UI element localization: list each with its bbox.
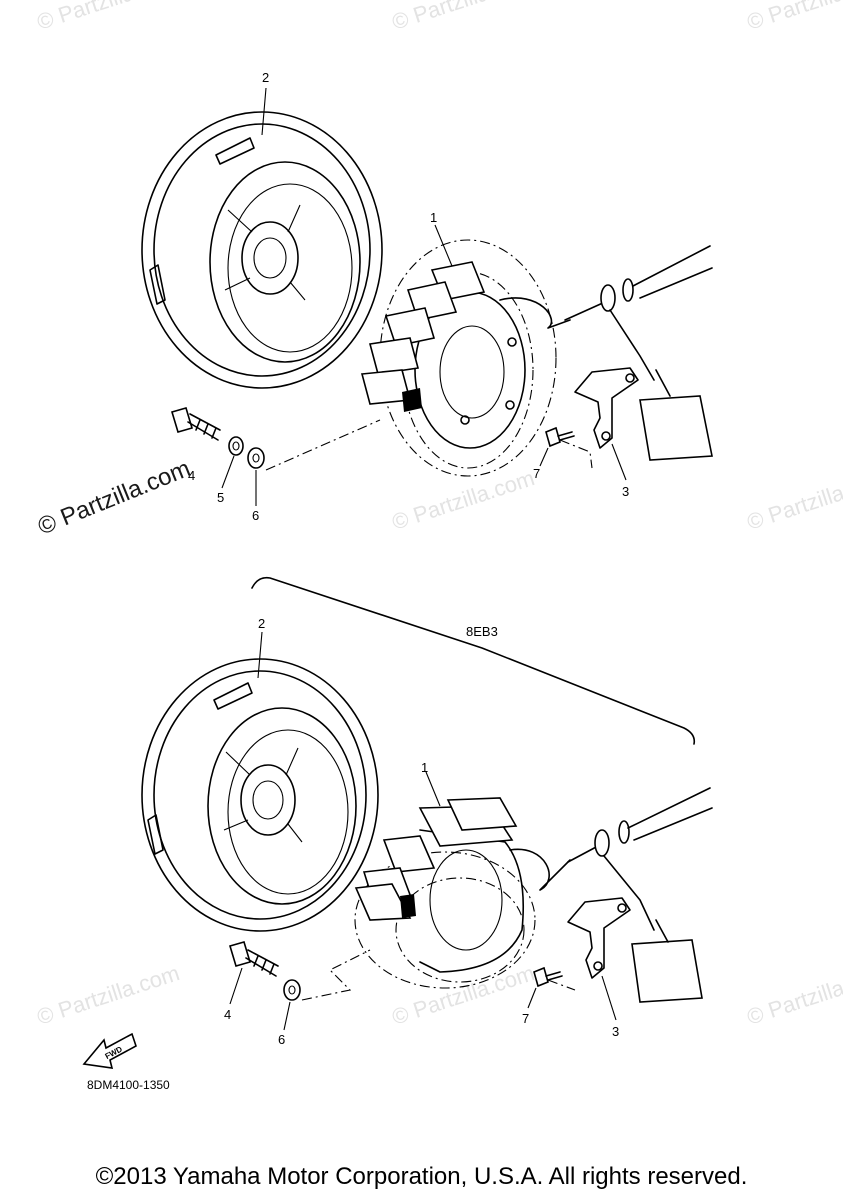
upper-diagram: 2 1 3 4 5 6 7 bbox=[141, 70, 713, 523]
washer-part bbox=[283, 979, 301, 1001]
assembly-line bbox=[559, 439, 593, 469]
rotor-part bbox=[141, 111, 383, 389]
watermark: © Partzilla.com bbox=[34, 0, 183, 35]
group-bracket bbox=[251, 576, 696, 745]
assembly-line bbox=[547, 979, 576, 991]
leader-line bbox=[611, 443, 627, 481]
copyright-notice: ©2013 Yamaha Motor Corporation, U.S.A. A… bbox=[95, 1163, 748, 1190]
leader-line bbox=[229, 967, 243, 1005]
fwd-arrow-icon: FWD bbox=[82, 1032, 137, 1069]
callout-5: 5 bbox=[217, 490, 224, 505]
assembly-line bbox=[265, 419, 381, 471]
callout-6: 6 bbox=[278, 1032, 285, 1047]
leader-line bbox=[425, 771, 441, 807]
lower-diagram: 8EB3 bbox=[141, 576, 713, 1047]
stator-part bbox=[354, 797, 571, 989]
callout-3: 3 bbox=[612, 1024, 619, 1039]
watermark: © Partzilla.com bbox=[744, 0, 843, 35]
stator-part bbox=[360, 239, 571, 477]
bolt-part bbox=[171, 407, 221, 441]
watermark: © Partzilla.com bbox=[744, 960, 843, 1030]
leader-line bbox=[221, 455, 235, 489]
leader-line bbox=[257, 631, 263, 679]
callout-4: 4 bbox=[188, 468, 195, 483]
callout-6: 6 bbox=[252, 508, 259, 523]
bracket-part bbox=[567, 897, 631, 979]
watermark: © Partzilla.com bbox=[34, 960, 183, 1030]
wire-harness bbox=[564, 245, 713, 461]
leader-line bbox=[539, 447, 549, 467]
watermark-layer: © Partzilla.com © Partzilla.com © Partzi… bbox=[34, 0, 843, 1030]
group-label: 8EB3 bbox=[466, 624, 498, 639]
callout-7: 7 bbox=[522, 1011, 529, 1026]
bracket-part bbox=[574, 367, 639, 449]
watermark: © Partzilla.com bbox=[744, 465, 843, 535]
rotor-part bbox=[141, 658, 379, 932]
leader-line bbox=[261, 87, 267, 136]
screw-part bbox=[545, 426, 575, 448]
leader-line bbox=[283, 1001, 291, 1031]
watermark-main: © Partzilla.com bbox=[34, 455, 194, 541]
screw-part bbox=[533, 966, 563, 988]
callout-2: 2 bbox=[262, 70, 269, 85]
washer-part bbox=[228, 436, 265, 469]
callout-3: 3 bbox=[622, 484, 629, 499]
callout-7: 7 bbox=[533, 466, 540, 481]
callout-2: 2 bbox=[258, 616, 265, 631]
assembly-line bbox=[301, 949, 371, 1001]
leader-line bbox=[527, 987, 537, 1009]
wire-harness bbox=[567, 787, 713, 1003]
watermark: © Partzilla.com bbox=[389, 0, 538, 35]
bolt-part bbox=[229, 941, 279, 977]
callout-1: 1 bbox=[430, 210, 437, 225]
callout-1: 1 bbox=[421, 760, 428, 775]
leader-line bbox=[434, 224, 453, 267]
leader-line bbox=[601, 975, 617, 1021]
part-code: 8DM4100-1350 bbox=[87, 1078, 170, 1092]
callout-4: 4 bbox=[224, 1007, 231, 1022]
